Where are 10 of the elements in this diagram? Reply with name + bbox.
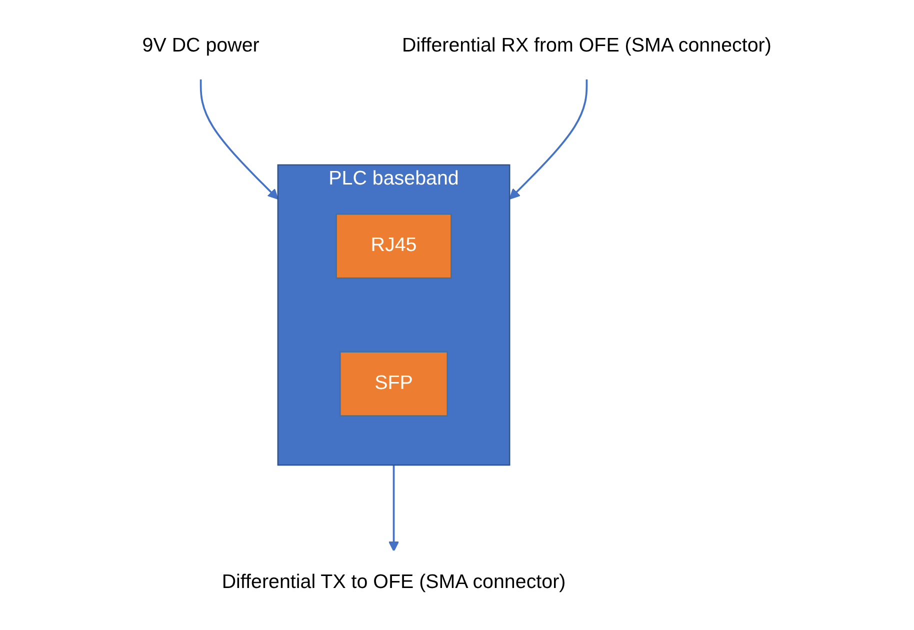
node-text: Differential TX to OFE (SMA connector)	[222, 572, 566, 593]
node-text: Differential RX from OFE (SMA connector)	[402, 36, 772, 57]
node-box	[336, 214, 452, 279]
cluster	[277, 164, 510, 466]
node-text: 9V DC power	[142, 36, 260, 57]
arrow	[509, 78, 588, 200]
block-diagram: 9V DC power Differential RX from OFE (SMA connector) PLC baseband RJ45 SFP Differential TX to OFE (SMA connector)	[98, 5, 816, 625]
arrow	[388, 465, 400, 552]
arrow	[200, 78, 279, 200]
node-box	[340, 351, 448, 416]
